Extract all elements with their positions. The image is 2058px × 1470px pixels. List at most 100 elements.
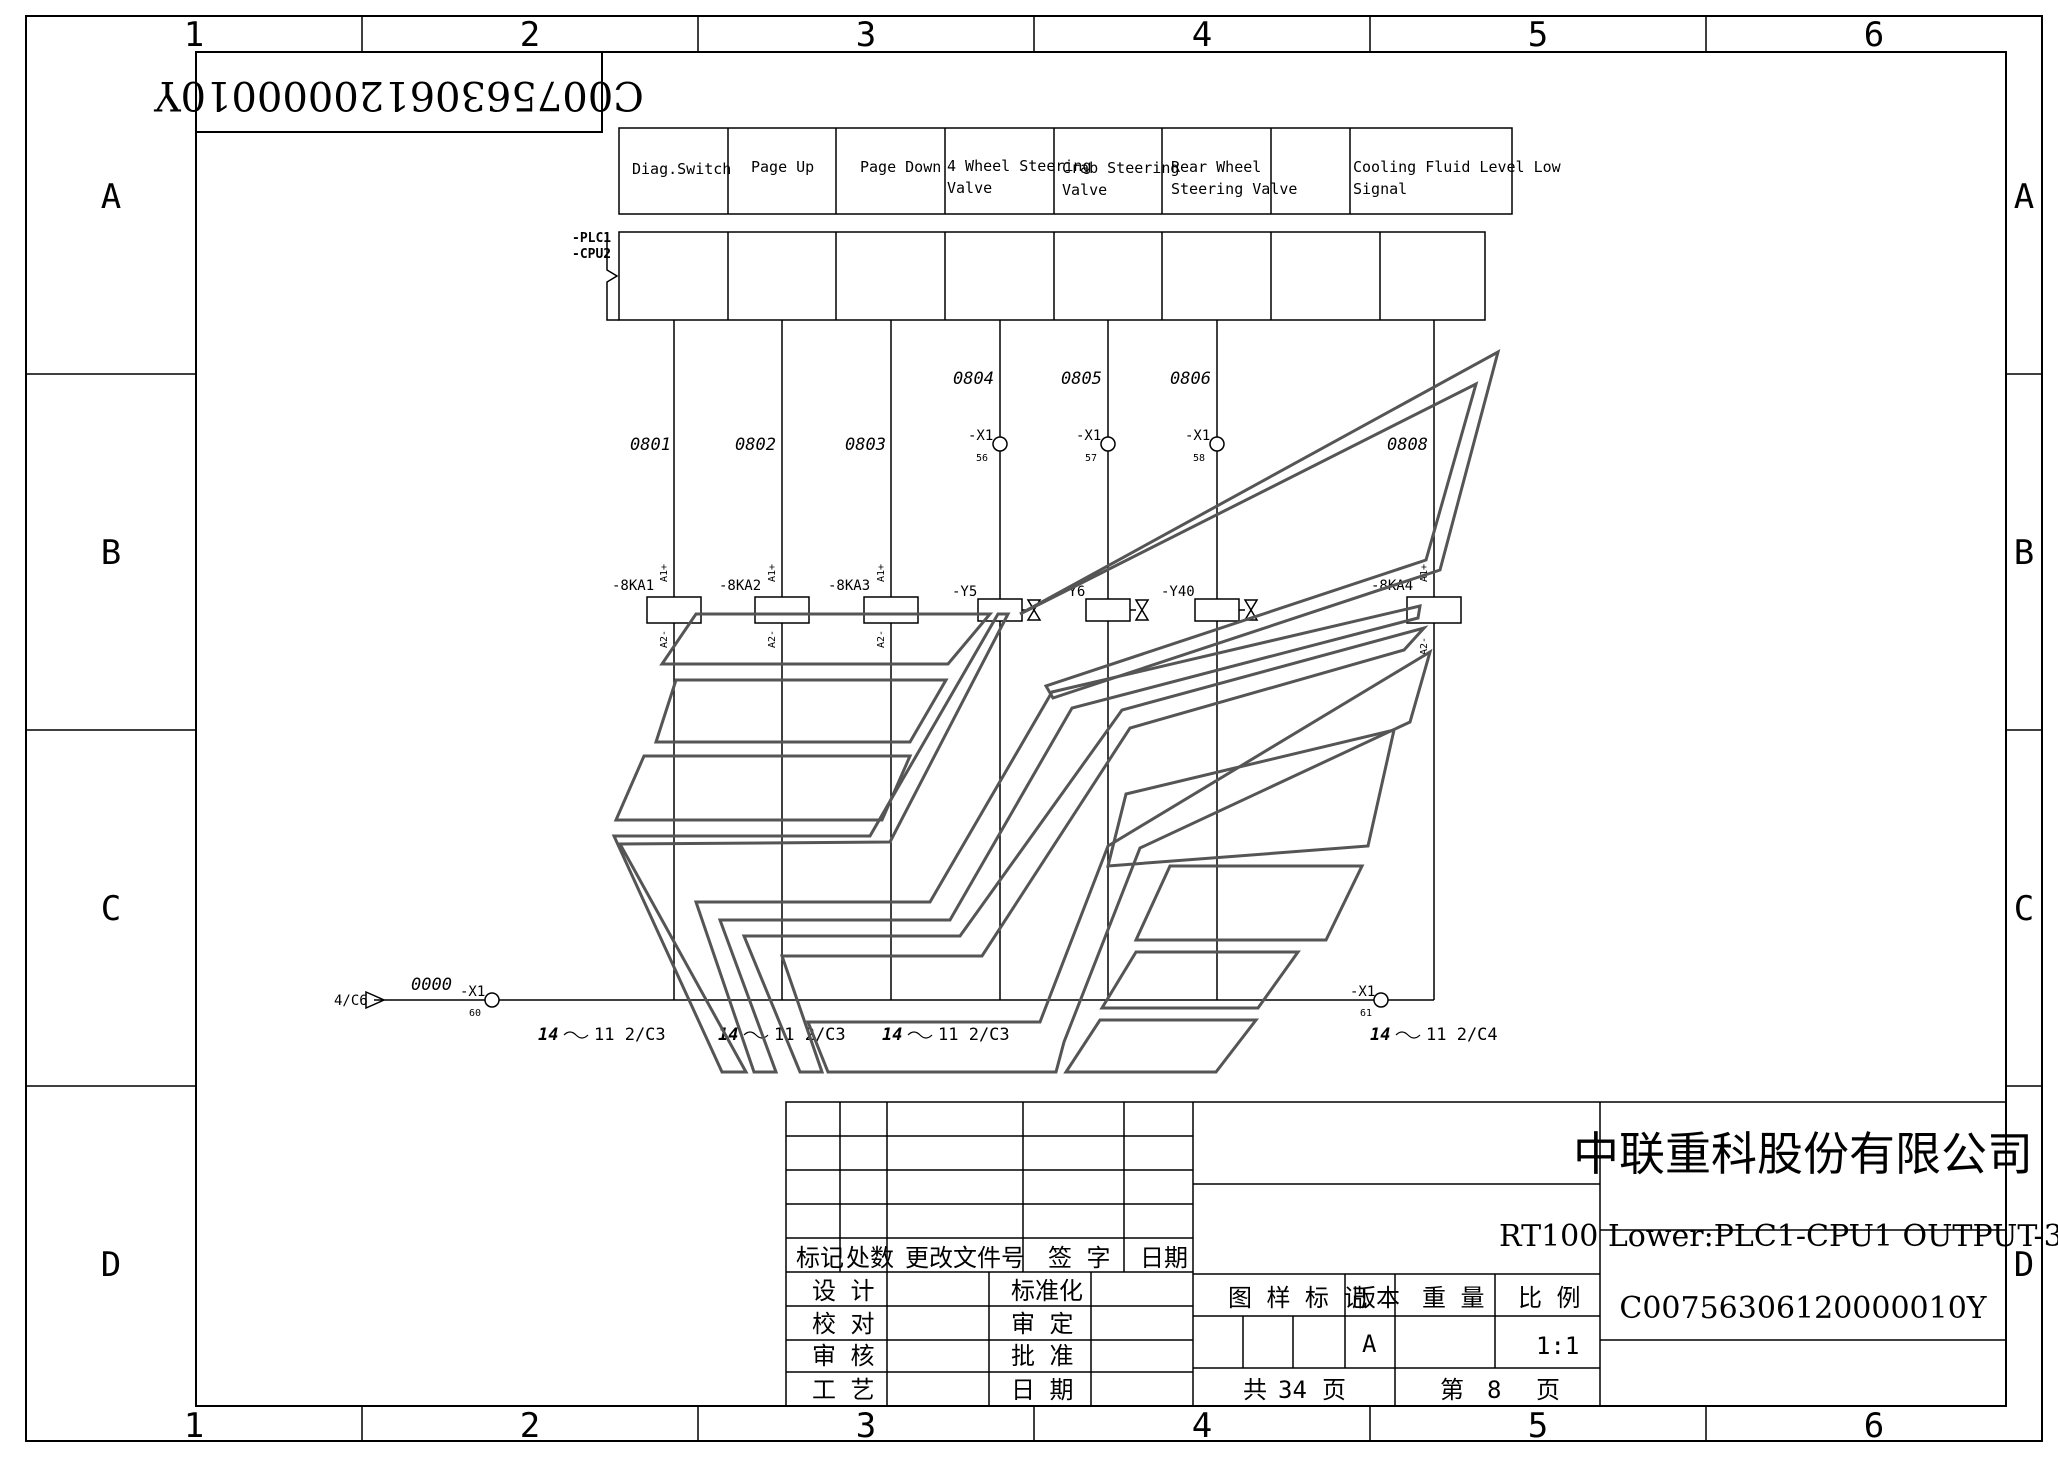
relay-8ka1-a1: A1+ bbox=[659, 564, 670, 582]
tb-rev-count: 处数 bbox=[846, 1244, 894, 1272]
xref-3-num: 14 bbox=[882, 1025, 902, 1045]
tb-page-no: 8 bbox=[1487, 1376, 1501, 1404]
xref-3-ref[interactable]: 11 2/C3 bbox=[938, 1025, 1010, 1045]
wire-0000: 0000 bbox=[411, 975, 452, 995]
grid-column-ticks bbox=[26, 16, 2042, 1441]
terminal-58-label: -X1 bbox=[1185, 428, 1210, 444]
plc-label-1: -PLC1 bbox=[572, 231, 611, 246]
terminal-58 bbox=[1209, 436, 1225, 452]
tb-role-process: 工 艺 bbox=[812, 1376, 874, 1404]
tb-total-label-1: 共 bbox=[1243, 1376, 1267, 1404]
tb-page-label-1: 第 bbox=[1440, 1376, 1464, 1404]
tb-role-check: 校 对 bbox=[812, 1310, 874, 1338]
tb-rev-sign: 签 字 bbox=[1048, 1244, 1110, 1272]
grid-row-b-right: B bbox=[2014, 533, 2034, 573]
terminal-61-no: 61 bbox=[1360, 1008, 1372, 1019]
grid-col-6-bottom: 6 bbox=[1864, 1406, 1884, 1446]
company-name: 中联重科股份有限公司 bbox=[1573, 1127, 2033, 1181]
channel-wires bbox=[673, 320, 1435, 1000]
terminal-58-no: 58 bbox=[1193, 453, 1205, 464]
header-rear-line2: Steering Valve bbox=[1171, 180, 1297, 198]
relay-8ka2-a1: A1+ bbox=[767, 564, 778, 582]
grid-col-2-top: 2 bbox=[520, 15, 540, 55]
relay-8ka2-label: -8KA2 bbox=[719, 578, 761, 594]
drawing-title: RT100 Lower:PLC1-CPU1 OUTPUT-3~3 bbox=[1499, 1219, 2058, 1254]
terminal-60-label: -X1 bbox=[460, 984, 485, 1000]
relay-8ka4-a1: A1+ bbox=[1419, 564, 1430, 582]
header-crab-line1: Crab Steering bbox=[1062, 159, 1179, 177]
tb-role-design: 设 计 bbox=[812, 1277, 874, 1305]
xref-1-num: 14 bbox=[538, 1025, 558, 1045]
relay-8ka1-label: -8KA1 bbox=[612, 578, 654, 594]
terminal-56-no: 56 bbox=[976, 453, 988, 464]
relay-8ka1-a2: A2- bbox=[659, 630, 670, 648]
relay-8ka3-coil bbox=[863, 596, 919, 624]
tb-scale-value: 1:1 bbox=[1536, 1332, 1579, 1360]
terminal-57 bbox=[1100, 436, 1116, 452]
plc-module bbox=[618, 231, 1486, 321]
header-4wheel-line2: Valve bbox=[947, 179, 992, 197]
grid-col-5-top: 5 bbox=[1528, 15, 1548, 55]
terminal-56-label: -X1 bbox=[968, 428, 993, 444]
grid-row-d-right: D bbox=[2014, 1245, 2034, 1285]
source-ref[interactable]: 4/C6 bbox=[334, 993, 368, 1009]
tb-rev-doc: 更改文件号 bbox=[905, 1244, 1025, 1272]
tb-role-approve-check: 审 定 bbox=[1011, 1310, 1073, 1338]
grid-col-4-top: 4 bbox=[1192, 15, 1212, 55]
grid-row-c-left: C bbox=[101, 889, 121, 929]
xref-1-ref[interactable]: 11 2/C3 bbox=[594, 1025, 666, 1045]
wire-0803: 0803 bbox=[845, 435, 886, 455]
plc-bracket bbox=[606, 232, 619, 321]
terminal-60 bbox=[484, 992, 500, 1008]
tb-page-label-2: 页 bbox=[1536, 1376, 1560, 1404]
grid-col-3-bottom: 3 bbox=[856, 1406, 876, 1446]
grid-col-1-top: 1 bbox=[184, 15, 204, 55]
header-rear-line1: Rear Wheel bbox=[1171, 158, 1261, 176]
terminal-56 bbox=[992, 436, 1008, 452]
wire-0802: 0802 bbox=[735, 435, 776, 455]
grid-col-5-bottom: 5 bbox=[1528, 1406, 1548, 1446]
relay-8ka2-a2: A2- bbox=[767, 630, 778, 648]
grid-row-b-left: B bbox=[101, 533, 121, 573]
header-diag-switch: Diag.Switch bbox=[632, 160, 731, 178]
watermark-logo bbox=[611, 349, 1501, 1074]
tb-version-value: A bbox=[1362, 1330, 1377, 1358]
wire-0806: 0806 bbox=[1170, 369, 1211, 389]
grid-col-6-top: 6 bbox=[1864, 15, 1884, 55]
wire-0808: 0808 bbox=[1387, 435, 1428, 455]
grid-col-3-top: 3 bbox=[856, 15, 876, 55]
grid-col-4-bottom: 4 bbox=[1192, 1406, 1212, 1446]
xref-4-num: 14 bbox=[1370, 1025, 1390, 1045]
xref-4-ref[interactable]: 11 2/C4 bbox=[1426, 1025, 1498, 1045]
tb-scale-label: 比 例 bbox=[1518, 1284, 1580, 1312]
rotated-doc-number: C00756306120000010Y bbox=[154, 72, 644, 118]
terminal-61 bbox=[1373, 992, 1389, 1008]
tb-role-review: 审 核 bbox=[812, 1342, 874, 1370]
grid-labels: 1 2 3 4 5 6 1 2 3 4 5 6 A B C D A B C D bbox=[101, 15, 2034, 1446]
terminal-57-no: 57 bbox=[1085, 453, 1097, 464]
header-page-up: Page Up bbox=[751, 158, 814, 176]
grid-row-a-left: A bbox=[101, 177, 121, 217]
plc-label-2: -CPU2 bbox=[572, 247, 611, 262]
valve-y5-coil bbox=[977, 598, 1023, 622]
grid-col-2-bottom: 2 bbox=[520, 1406, 540, 1446]
cross-references: 14 11 2/C3 14 11 2/C3 14 11 2/C3 14 11 2… bbox=[538, 1025, 1498, 1045]
tb-role-approve: 批 准 bbox=[1011, 1342, 1073, 1370]
relay-8ka3-a2: A2- bbox=[876, 630, 887, 648]
header-page-down: Page Down bbox=[860, 158, 941, 176]
relay-8ka3-a1: A1+ bbox=[876, 564, 887, 582]
tb-total-pages: 34 bbox=[1278, 1376, 1307, 1404]
terminal-60-no: 60 bbox=[469, 1008, 481, 1019]
wire-0801: 0801 bbox=[630, 435, 671, 455]
tb-total-label-2: 页 bbox=[1322, 1376, 1346, 1404]
terminal-61-label: -X1 bbox=[1350, 984, 1375, 1000]
relay-8ka4-a2: A2- bbox=[1419, 637, 1430, 655]
inner-frame bbox=[195, 51, 2007, 1407]
title-block bbox=[785, 1101, 2007, 1407]
valve-y40-label: -Y40 bbox=[1161, 584, 1195, 600]
header-crab-line2: Valve bbox=[1062, 181, 1107, 199]
tb-role-standard: 标准化 bbox=[1011, 1277, 1083, 1305]
grid-row-d-left: D bbox=[101, 1245, 121, 1285]
relay-8ka3-label: -8KA3 bbox=[828, 578, 870, 594]
